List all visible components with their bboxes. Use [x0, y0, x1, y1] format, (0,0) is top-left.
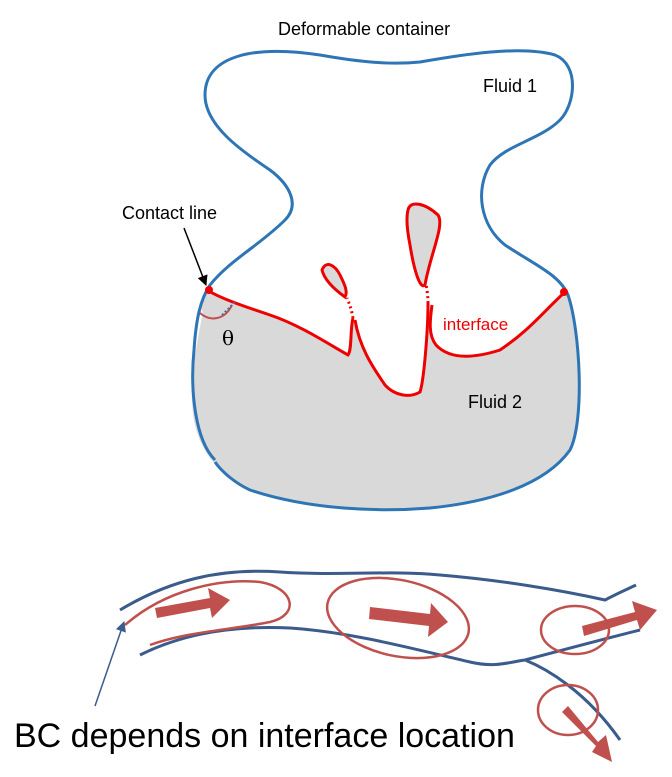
flow-arrow-middle: [369, 603, 448, 637]
vessel-branch: [524, 628, 641, 662]
interface-label: interface: [443, 315, 508, 334]
vortex-middle: [325, 576, 471, 660]
vortex-right: [539, 604, 611, 656]
interface-line-right: [428, 290, 567, 358]
container-label: Deformable container: [278, 19, 450, 39]
flow-arrow-right: [582, 601, 657, 636]
angle-label: θ: [222, 326, 234, 350]
bc-caption: BC depends on interface location: [14, 717, 515, 755]
container-boundary: [191, 49, 581, 512]
interface-line: [206, 288, 355, 357]
fluid2-region: [191, 290, 581, 510]
fluid2-label: Fluid 2: [468, 392, 522, 412]
vortex-left: [124, 580, 291, 647]
droplet-small: [320, 263, 348, 300]
interface-line-mid: [353, 302, 430, 397]
contact-line-label: Contact line: [122, 203, 217, 223]
flow-arrow-lower: [562, 706, 612, 762]
vessel-wall-top: [119, 569, 637, 612]
angle-arc: [199, 304, 233, 320]
contact-point-left: [205, 286, 213, 294]
contact-line-pointer: [183, 227, 208, 286]
droplet-tall: [405, 202, 442, 288]
vortex-lower: [536, 683, 600, 737]
bc-pointer: [94, 621, 126, 707]
interface-line-dotted-left: [345, 297, 355, 319]
angle-arc-dotted: [221, 301, 236, 316]
interface-line-dotted-right: [424, 283, 430, 304]
contact-wedge: [201, 290, 232, 316]
contact-point-right: [560, 288, 568, 296]
flow-arrow-left: [155, 588, 230, 618]
fluid1-label: Fluid 1: [483, 76, 537, 96]
